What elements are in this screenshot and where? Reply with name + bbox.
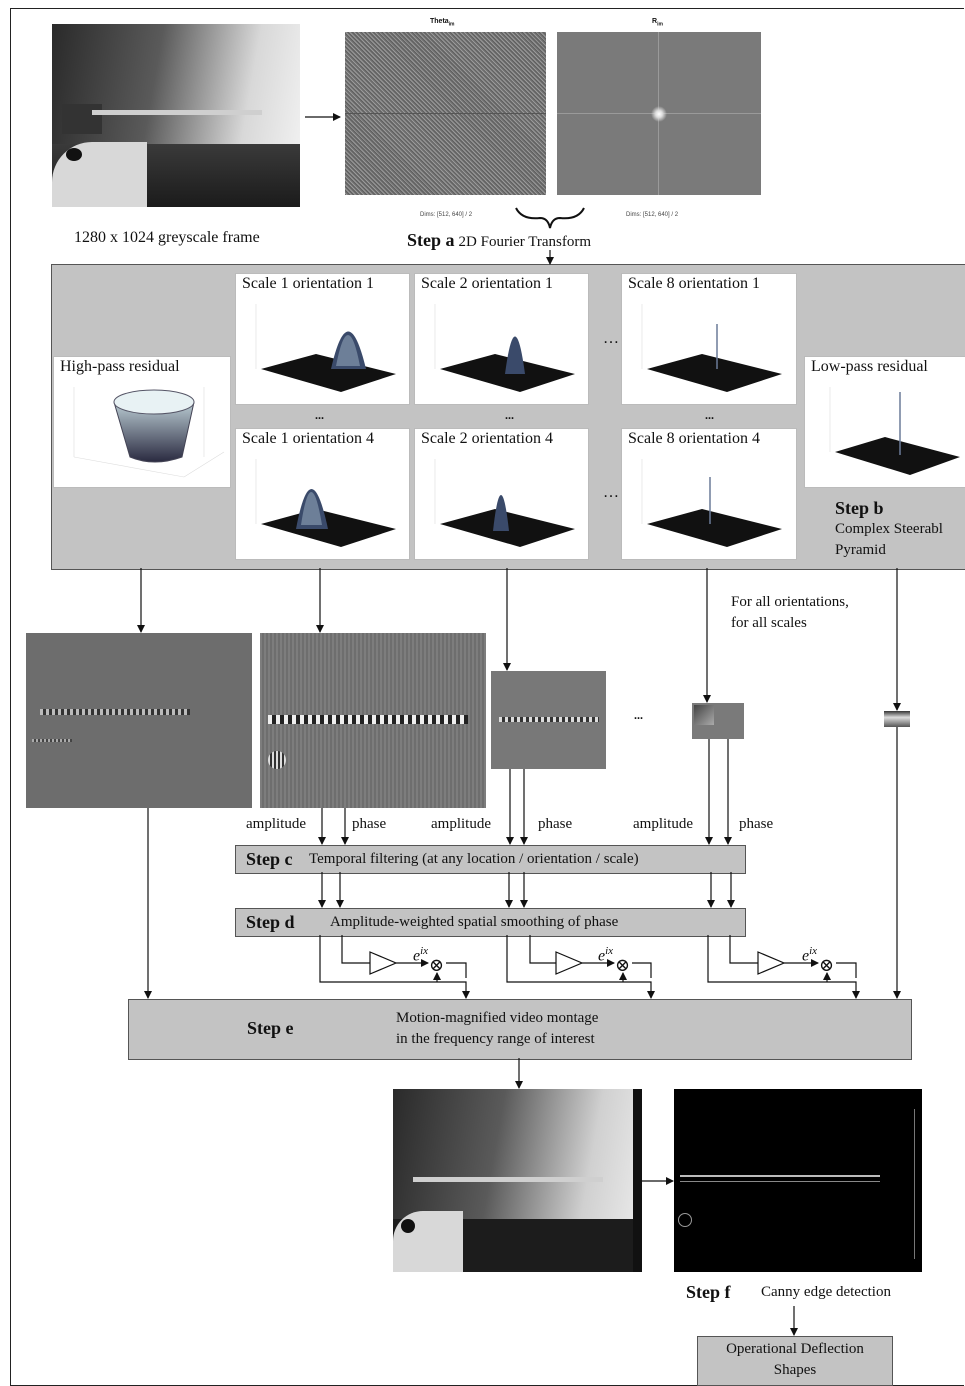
- step-c-box: Step c Temporal filtering (at any locati…: [235, 845, 746, 874]
- exp-symbol-3: eix: [802, 945, 818, 965]
- bump-plot: [255, 304, 396, 392]
- multiply-symbol-3: ⊗: [819, 955, 835, 975]
- bump-plot: [255, 459, 396, 547]
- panel-title: Scale 8 orientation 1: [628, 275, 760, 292]
- phase-label-1: phase: [352, 816, 387, 832]
- scale-2-orientation-1-panel: Scale 2 orientation 1: [414, 273, 589, 405]
- step-f-label: Step f: [686, 1282, 731, 1302]
- bump-plot: [434, 304, 575, 392]
- spike-plot: [641, 459, 782, 547]
- step-d-box: Step d Amplitude-weighted spatial smooth…: [235, 908, 746, 937]
- amplitude-label-1: amplitude: [246, 816, 306, 832]
- alpha-symbol-3: α: [763, 956, 772, 973]
- frame-caption: 1280 x 1024 greyscale frame: [74, 229, 260, 246]
- scale-8-output-image: [692, 703, 744, 739]
- ellipsis-col-1: ...: [315, 408, 324, 422]
- ods-box: Operational Deflection Shapes: [697, 1336, 893, 1386]
- ellipsis-col-3: ...: [705, 408, 714, 422]
- panel-title: Scale 8 orientation 4: [628, 430, 760, 447]
- alpha-symbol-2: α: [560, 956, 569, 973]
- phase-label-3: phase: [739, 816, 774, 832]
- spike-plot: [829, 387, 960, 475]
- ods-line-1: Operational Deflection: [726, 1341, 864, 1357]
- step-f-text: Canny edge detection: [761, 1284, 891, 1300]
- dots-row-2: …: [603, 484, 619, 501]
- for-all-note-1: For all orientations,: [731, 594, 849, 610]
- r-title: Rim: [652, 18, 663, 28]
- exp-symbol-2: eix: [598, 945, 614, 965]
- theta-title: Thetaim: [430, 18, 455, 28]
- step-c-text: Temporal filtering (at any location / or…: [309, 851, 639, 867]
- scale-2-orientation-4-panel: Scale 2 orientation 4: [414, 428, 589, 560]
- step-e-text-1: Motion-magnified video montage: [396, 1010, 599, 1026]
- scale-8-orientation-4-panel: Scale 8 orientation 4: [621, 428, 797, 560]
- ellipsis-col-2: ...: [505, 408, 514, 422]
- r-magnitude-image: [557, 32, 761, 195]
- multiply-symbol-1: ⊗: [429, 955, 445, 975]
- lowpass-output-image: [884, 711, 910, 727]
- ods-line-2: Shapes: [773, 1362, 817, 1378]
- step-d-label: Step d: [246, 912, 295, 932]
- step-a-label: Step a 2D Fourier Transform: [407, 230, 592, 250]
- scale-2-output-image: [491, 671, 606, 769]
- scale-1-orientation-1-panel: Scale 1 orientation 1: [235, 273, 410, 405]
- panel-title: Scale 2 orientation 4: [421, 430, 553, 447]
- alpha-symbol-1: α: [373, 956, 382, 973]
- highpass-plot: [73, 387, 225, 478]
- step-e-box: Step e Motion-magnified video montage in…: [128, 999, 912, 1060]
- highpass-residual-panel: High-pass residual: [53, 356, 231, 488]
- phase-label-2: phase: [538, 816, 573, 832]
- greyscale-frame-image: [52, 24, 300, 207]
- dims-right-label: Dims: [512, 640] / 2: [626, 212, 679, 218]
- scale-1-output-image: [260, 633, 486, 808]
- amplitude-label-2: amplitude: [431, 816, 491, 832]
- multiply-symbol-2: ⊗: [615, 955, 631, 975]
- scale-1-orientation-4-panel: Scale 1 orientation 4: [235, 428, 410, 560]
- bump-plot: [434, 459, 575, 547]
- panel-title: Scale 1 orientation 4: [242, 430, 374, 447]
- step-b-text-1: Complex Steerabl: [835, 521, 943, 537]
- dims-left-label: Dims: [512, 640] / 2: [420, 212, 473, 218]
- scale-8-orientation-1-panel: Scale 8 orientation 1: [621, 273, 797, 405]
- spike-plot: [641, 304, 782, 392]
- amplitude-label-3: amplitude: [633, 816, 693, 832]
- theta-phase-image: [345, 32, 546, 195]
- exp-symbol-1: eix: [413, 945, 429, 965]
- lowpass-residual-panel: Low-pass residual: [804, 356, 965, 488]
- step-b-text-2: Pyramid: [835, 542, 886, 558]
- canny-edges-image: [674, 1089, 922, 1272]
- highpass-output-image: [26, 633, 252, 808]
- panel-title: Scale 1 orientation 1: [242, 275, 374, 292]
- panel-title: Scale 2 orientation 1: [421, 275, 553, 292]
- step-c-label: Step c: [246, 849, 293, 869]
- step-e-text-2: in the frequency range of interest: [396, 1031, 595, 1047]
- step-d-text: Amplitude-weighted spatial smoothing of …: [330, 914, 619, 930]
- dots-row-1: …: [603, 330, 619, 347]
- middle-dots: ...: [634, 708, 643, 722]
- step-b-label: Step b: [835, 498, 884, 518]
- lowpass-title: Low-pass residual: [811, 358, 928, 375]
- for-all-note-2: for all scales: [731, 615, 807, 631]
- step-e-label: Step e: [247, 1018, 294, 1038]
- highpass-title: High-pass residual: [60, 358, 180, 375]
- magnified-frame-image: [393, 1089, 642, 1272]
